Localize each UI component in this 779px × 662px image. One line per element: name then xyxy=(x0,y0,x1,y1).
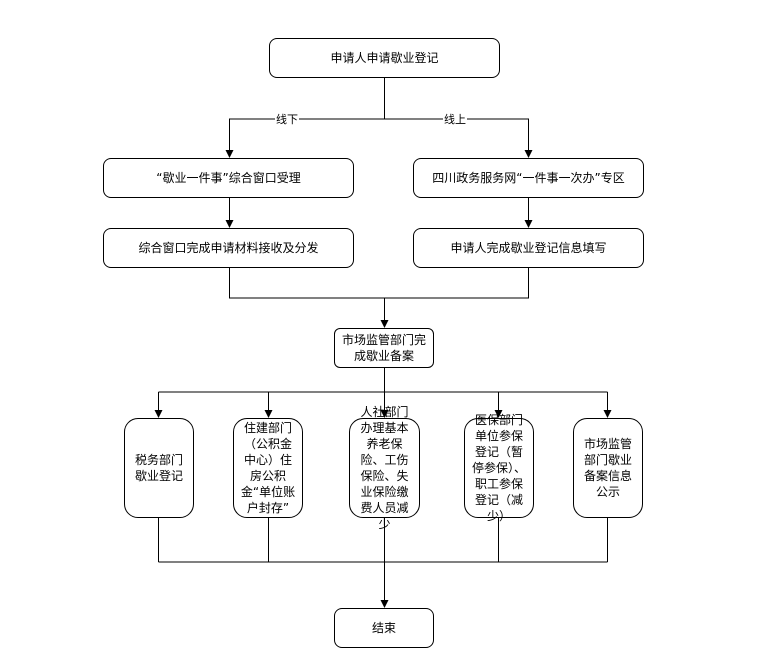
online-info-entry-node: 申请人完成歇业登记信息填写 xyxy=(413,228,644,268)
tax-department-node: 税务部门歇业登记 xyxy=(124,418,194,518)
social-security-node: 人社部门办理基本养老保险、工伤保险、失业保险缴费人员减少 xyxy=(349,405,420,531)
connector-merge xyxy=(229,268,529,299)
medical-insurance-node: 医保部门单位参保登记（暂停参保）、职工参保登记（减少） xyxy=(464,413,534,523)
end-node: 结束 xyxy=(334,608,434,648)
offline-material-distribution-node: 综合窗口完成申请材料接收及分发 xyxy=(103,228,354,268)
market-publicity-node: 市场监管部门歇业备案信息公示 xyxy=(573,418,643,518)
connector-branch-offline xyxy=(225,118,385,158)
online-portal-node: 四川政务服务网“一件事一次办”专区 xyxy=(413,158,644,198)
offline-branch-label: 线下 xyxy=(275,113,299,126)
start-node: 申请人申请歇业登记 xyxy=(269,38,500,78)
market-filing-node: 市场监管部门完成歇业备案 xyxy=(334,328,434,368)
connector-branch-online xyxy=(384,118,533,158)
online-branch-label: 线上 xyxy=(443,113,467,126)
offline-window-acceptance-node: “歇业一件事”综合窗口受理 xyxy=(103,158,354,198)
housing-fund-node: 住建部门（公积金中心）住房公积金“单位账户封存” xyxy=(233,418,303,518)
